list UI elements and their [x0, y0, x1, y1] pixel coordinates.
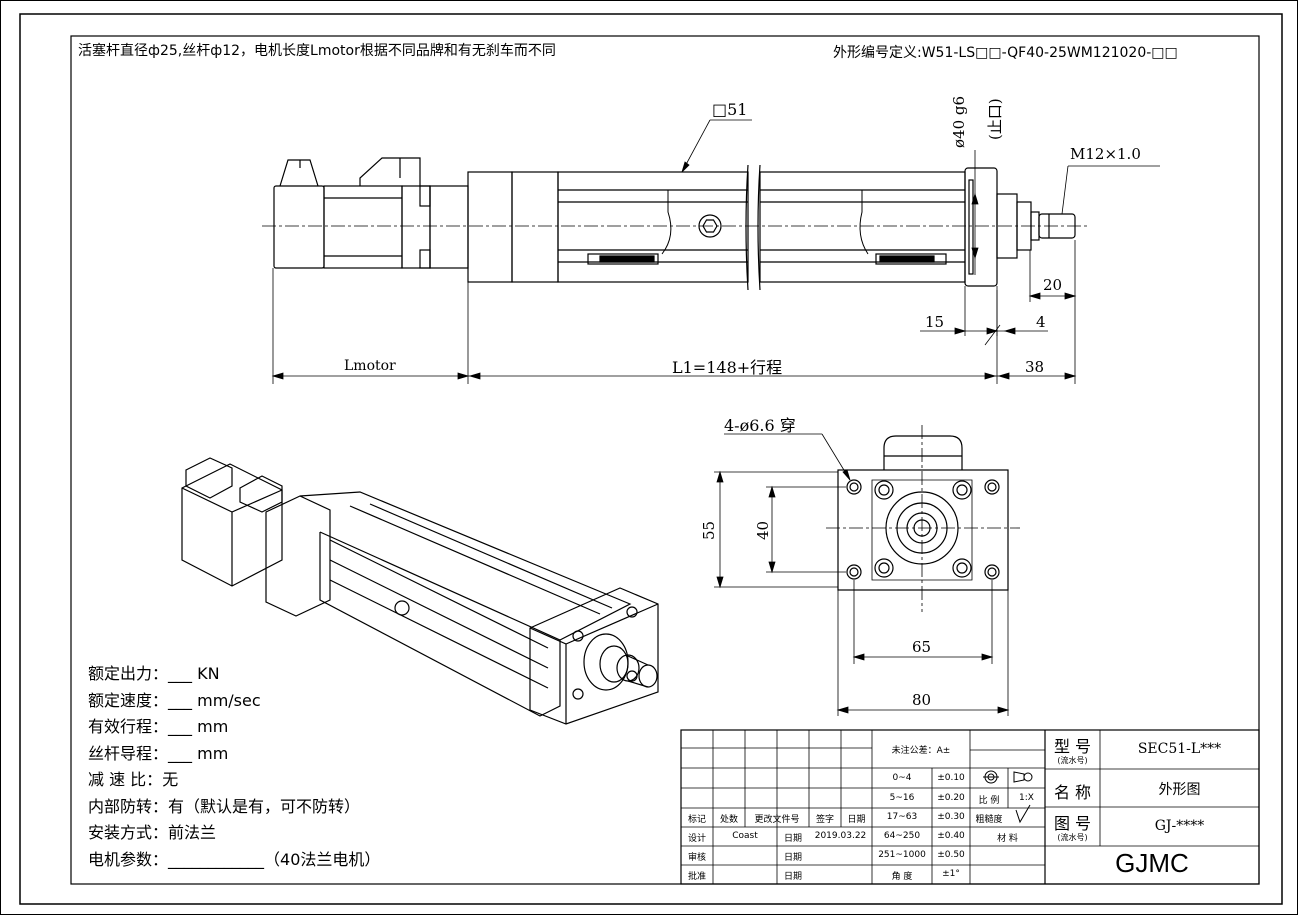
projection-symbol: [983, 770, 1033, 784]
approve-date-label: 日期: [783, 872, 802, 882]
param-stroke: 有效行程：___ mm: [88, 717, 229, 736]
profile-body-2: [759, 171, 966, 283]
tol-range-2: 5~16: [889, 793, 915, 803]
dim-15: 15: [925, 313, 945, 331]
side-view: [262, 157, 1090, 291]
design-label: 设计: [687, 834, 706, 844]
tol-value-4: ±0.40: [937, 831, 965, 841]
drawing-no-label: 图 号: [1053, 814, 1092, 833]
angle-tol: ±1°: [942, 869, 960, 879]
param-anti-rotation: 内部防转：有（默认是有，可不防转）: [88, 796, 361, 816]
iso-profile-top: [299, 491, 632, 641]
header-right-note: 外形编号定义:W51-LS□□-QF40-25WM121020-□□: [833, 45, 1178, 61]
end-view: [826, 425, 1020, 612]
iso-front-flange: [529, 587, 659, 725]
shaft-diameter-label: ø40 g6: [950, 95, 968, 148]
name-label: 名 称: [1053, 783, 1092, 802]
tol-value-3: ±0.30: [937, 812, 965, 822]
dim-4: 4: [1036, 313, 1046, 331]
dim-65: 65: [912, 638, 932, 656]
holes-label: 4-ø6.6 穿: [724, 416, 796, 435]
scale-label: 比 例: [978, 796, 1000, 806]
dim-55: 55: [700, 520, 718, 540]
thread-end: [1038, 213, 1076, 239]
end-flange: [837, 469, 1009, 591]
isometric-view: [181, 457, 659, 725]
thread-label: M12×1.0: [1070, 145, 1141, 163]
rev-header-sign: 签字: [815, 815, 834, 825]
param-motor: 电机参数：____________（40法兰电机）: [88, 849, 381, 869]
designer-name: Coast: [732, 831, 758, 841]
roughness-symbol: [1015, 804, 1031, 824]
drawing-no-sub: (流水号): [1057, 833, 1088, 842]
dim-40: 40: [754, 520, 772, 540]
motor-connector-1: [279, 159, 319, 187]
material-label: 材 料: [997, 834, 1018, 844]
name-value: 外形图: [1158, 782, 1201, 798]
tol-range-1: 0~4: [892, 773, 912, 783]
sheet-border: [19, 13, 1283, 905]
company-logo-text: GJMC: [1115, 848, 1189, 878]
tolerance-title: 未注公差：A±: [891, 746, 951, 756]
tol-range-4: 64~250: [883, 831, 921, 841]
review-label: 审核: [687, 853, 706, 863]
model-label: 型 号: [1053, 737, 1092, 756]
motor-connector-2: [359, 157, 421, 186]
drawing-frame: [70, 35, 1260, 885]
motor-length-label: Lmotor: [344, 358, 396, 374]
rev-header-file: 更改文件号: [754, 815, 800, 825]
roughness-label: 粗糙度: [975, 815, 1003, 825]
param-rated-speed: 额定速度：___ mm/sec: [88, 690, 261, 710]
motor-flange: [401, 185, 431, 269]
dim-80: 80: [912, 691, 932, 709]
review-date-label: 日期: [783, 853, 802, 863]
param-mounting: 安装方式：前法兰: [88, 823, 217, 842]
dim-38: 38: [1025, 358, 1045, 376]
front-flange: [964, 167, 998, 287]
tol-value-2: ±0.20: [937, 793, 965, 803]
iso-connector-1: [185, 457, 233, 499]
rev-header-count: 处数: [719, 815, 738, 825]
param-reduction: 减 速 比：无: [88, 770, 179, 789]
adapter-block: [511, 171, 559, 283]
tol-range-3: 17~63: [886, 812, 918, 822]
design-date: 2019.03.22: [814, 831, 867, 841]
approve-label: 批准: [687, 872, 706, 882]
dim-20: 20: [1043, 276, 1063, 294]
iso-connector-2: [239, 475, 283, 513]
iso-motor: [181, 463, 283, 587]
side-view-dimensions: [271, 119, 1160, 384]
header-left-note: 活塞杆直径ф25,丝杆ф12，电机长度Lmotor根据不同品牌和有无刹车而不同: [78, 43, 556, 59]
rev-header-mark: 标记: [687, 815, 706, 825]
design-date-label: 日期: [783, 834, 802, 844]
profile-body-1: [557, 171, 749, 283]
tol-value-1: ±0.10: [937, 773, 965, 783]
body-length-label: L1=148+行程: [672, 358, 783, 377]
param-rated-force: 额定出力：___ KN: [88, 664, 220, 683]
end-motor-outline: [883, 435, 963, 470]
rear-block: [467, 171, 513, 283]
scale-value: 1:X: [1019, 793, 1034, 803]
tol-value-5: ±0.50: [937, 850, 965, 860]
profile-size-label: □51: [712, 100, 748, 119]
model-value: SEC51-L***: [1137, 741, 1222, 757]
title-block-grid: [680, 729, 1260, 885]
shaft-diameter-note: (止口): [986, 98, 1004, 140]
angle-label: 角 度: [891, 872, 913, 882]
model-sub: (流水号): [1057, 756, 1088, 765]
rev-header-date: 日期: [847, 815, 866, 825]
end-view-dimensions: [714, 433, 1010, 716]
coupling-housing: [429, 185, 469, 269]
params-list: 额定出力：___ KN 额定速度：___ mm/sec 有效行程：___ mm …: [88, 661, 380, 873]
tol-range-5: 251~1000: [878, 850, 926, 860]
param-lead: 丝杆导程：___ mm: [88, 743, 229, 763]
drawing-no-value: GJ-****: [1154, 818, 1205, 834]
motor-cap: [273, 185, 325, 269]
